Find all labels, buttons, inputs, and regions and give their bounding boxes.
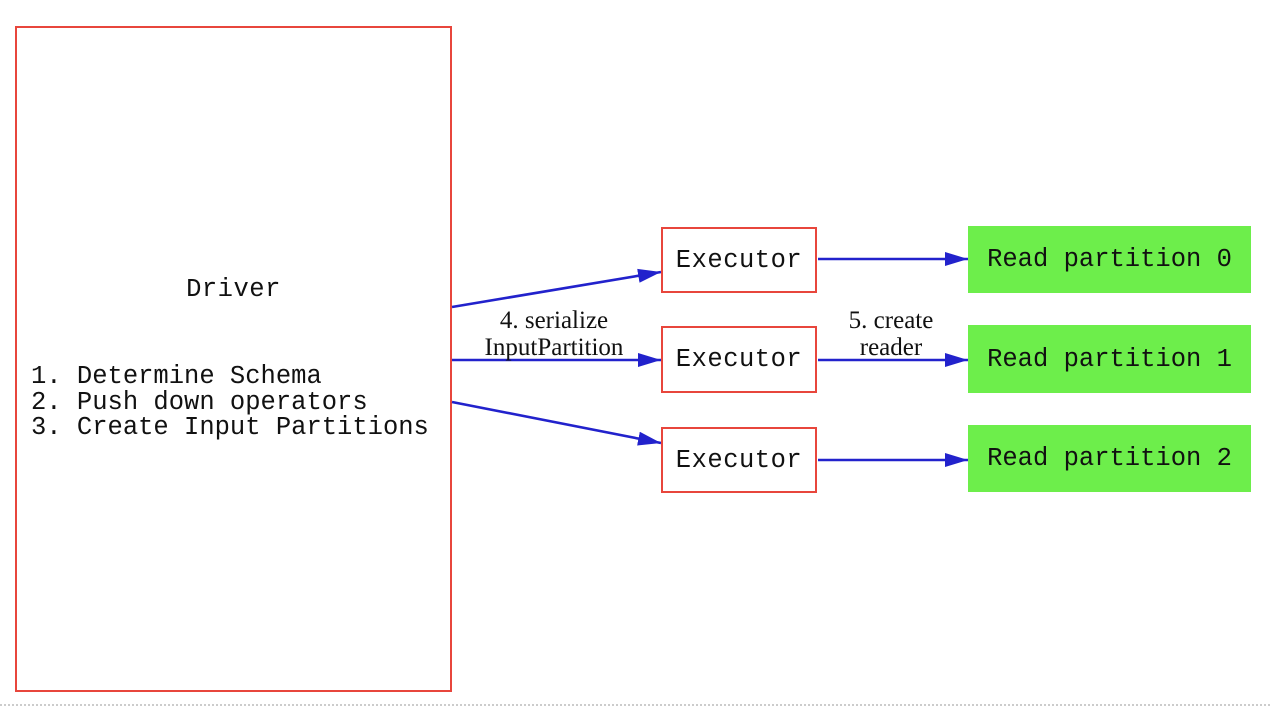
- executor-box-1: Executor: [661, 227, 817, 293]
- serialize-inputpartition-label: 4. serialize InputPartition: [404, 307, 704, 361]
- executor-box-2: Executor: [661, 326, 817, 393]
- arrow-driver-to-executor-3: [451, 400, 662, 446]
- executor-box-3: Executor: [661, 427, 817, 493]
- reader-label-line2: reader: [859, 334, 923, 361]
- executor-label-2: Executor: [675, 345, 803, 374]
- create-reader-label: 5. create reader: [771, 307, 1011, 361]
- read-partition-2-label: Read partition 2: [987, 444, 1232, 473]
- driver-step-3: 3. Create Input Partitions: [31, 413, 429, 443]
- read-partition-0-label: Read partition 0: [987, 245, 1232, 274]
- driver-step-2: 2. Push down operators: [31, 387, 368, 417]
- bottom-dotted-rule: [0, 704, 1270, 706]
- arrow-driver-to-executor-1: [451, 268, 662, 309]
- executor-label-3: Executor: [675, 445, 803, 475]
- serialize-label-line1: 4. serialize: [499, 307, 609, 334]
- read-partition-1-label: Read partition 1: [987, 344, 1232, 374]
- serialize-label-line2: InputPartition: [484, 334, 624, 361]
- driver-title: Driver: [186, 275, 281, 304]
- executor-label-1: Executor: [675, 245, 803, 275]
- read-partition-2-box: Read partition 2: [968, 425, 1251, 492]
- reader-label-line1: 5. create: [848, 307, 934, 334]
- driver-box: [15, 26, 452, 692]
- driver-step-1: 1. Determine Schema: [31, 362, 322, 391]
- driver-steps: 1. Determine Schema 2. Push down operato…: [31, 364, 429, 441]
- read-partition-0-box: Read partition 0: [968, 226, 1251, 293]
- read-partition-1-box: Read partition 1: [968, 325, 1251, 393]
